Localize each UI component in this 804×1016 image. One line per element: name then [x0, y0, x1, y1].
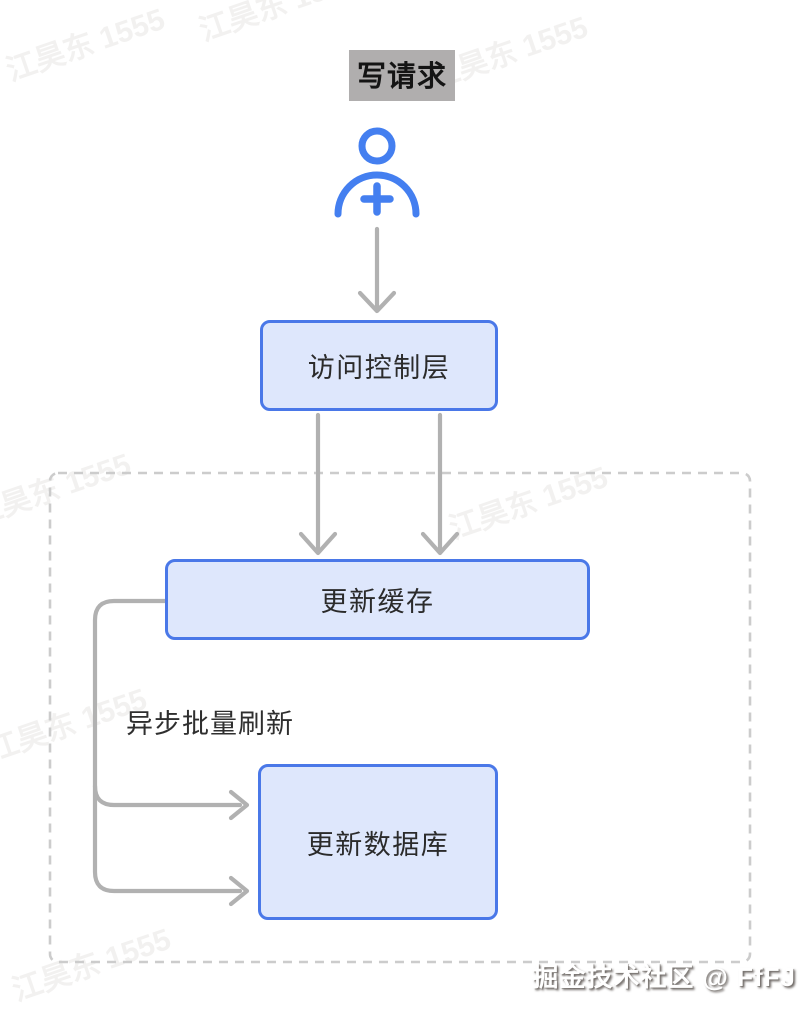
node-update-database-label: 更新数据库 — [306, 829, 450, 860]
arrow-cache-to-database-top — [92, 598, 250, 821]
arrow-access-to-cache-left — [298, 412, 338, 556]
user-head — [358, 127, 396, 165]
user-body — [334, 171, 420, 218]
node-update-cache: 更新缓存 — [165, 559, 590, 640]
dashed-group-container — [48, 471, 752, 964]
arrow-user-to-access — [357, 226, 397, 314]
arrow-access-to-cache-right — [420, 412, 460, 556]
node-access-control-layer: 访问控制层 — [260, 320, 498, 411]
diagram-title: 写请求 — [348, 50, 456, 101]
node-access-control-label: 访问控制层 — [307, 353, 451, 383]
plus-icon — [360, 182, 394, 216]
footer-community-credit: 掘金技术社区 @ FfFJ — [532, 962, 796, 992]
node-update-cache-label: 更新缓存 — [320, 587, 435, 617]
arrow-cache-to-database-bottom — [92, 783, 250, 907]
edge-label-async-batch-refresh: 异步批量刷新 — [126, 709, 294, 739]
node-update-database: 更新数据库 — [258, 764, 498, 920]
user-add-icon — [334, 127, 420, 218]
